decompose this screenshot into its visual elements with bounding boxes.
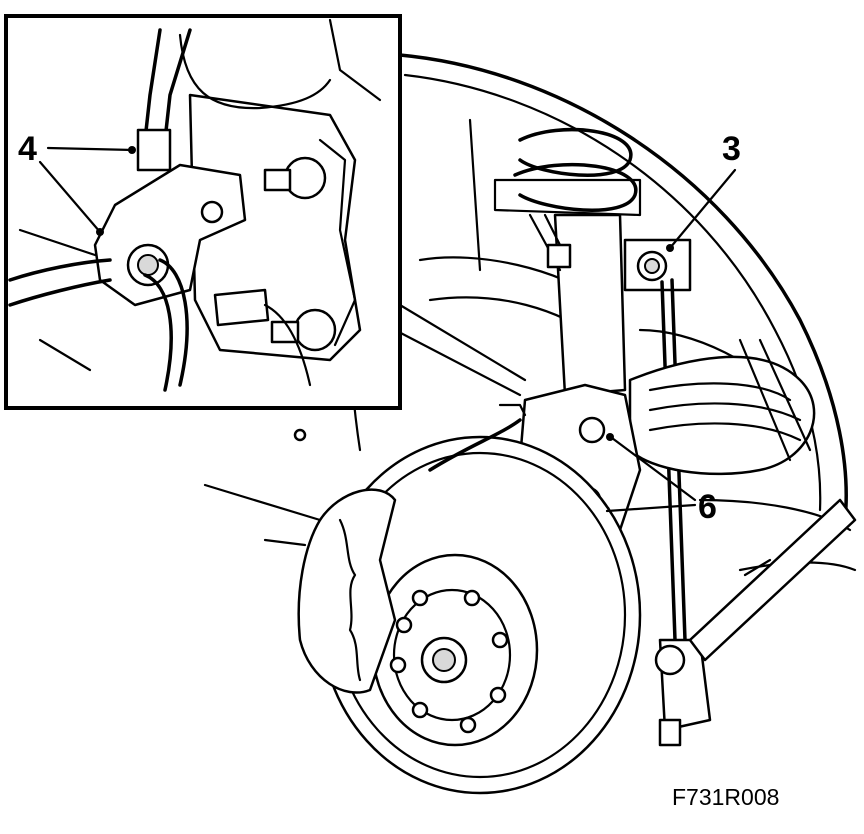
callout-6: 6 bbox=[698, 488, 717, 526]
strut bbox=[528, 213, 627, 397]
callout-3: 3 bbox=[722, 130, 741, 168]
callout-leaders bbox=[38, 146, 737, 513]
leader-dot-3 bbox=[666, 244, 674, 252]
figure-code: F731R008 bbox=[672, 784, 779, 810]
coil-spring bbox=[493, 127, 642, 217]
leader-dot-4b bbox=[96, 228, 104, 236]
inset-pointer bbox=[393, 303, 527, 397]
sensor-cable bbox=[293, 403, 527, 472]
drive-shaft bbox=[628, 338, 857, 662]
brake-disc bbox=[318, 435, 642, 795]
callout-4: 4 bbox=[18, 130, 37, 168]
detail-inset bbox=[4, 14, 402, 410]
leader-dot-4a bbox=[128, 146, 136, 154]
brake-shield bbox=[203, 483, 397, 694]
